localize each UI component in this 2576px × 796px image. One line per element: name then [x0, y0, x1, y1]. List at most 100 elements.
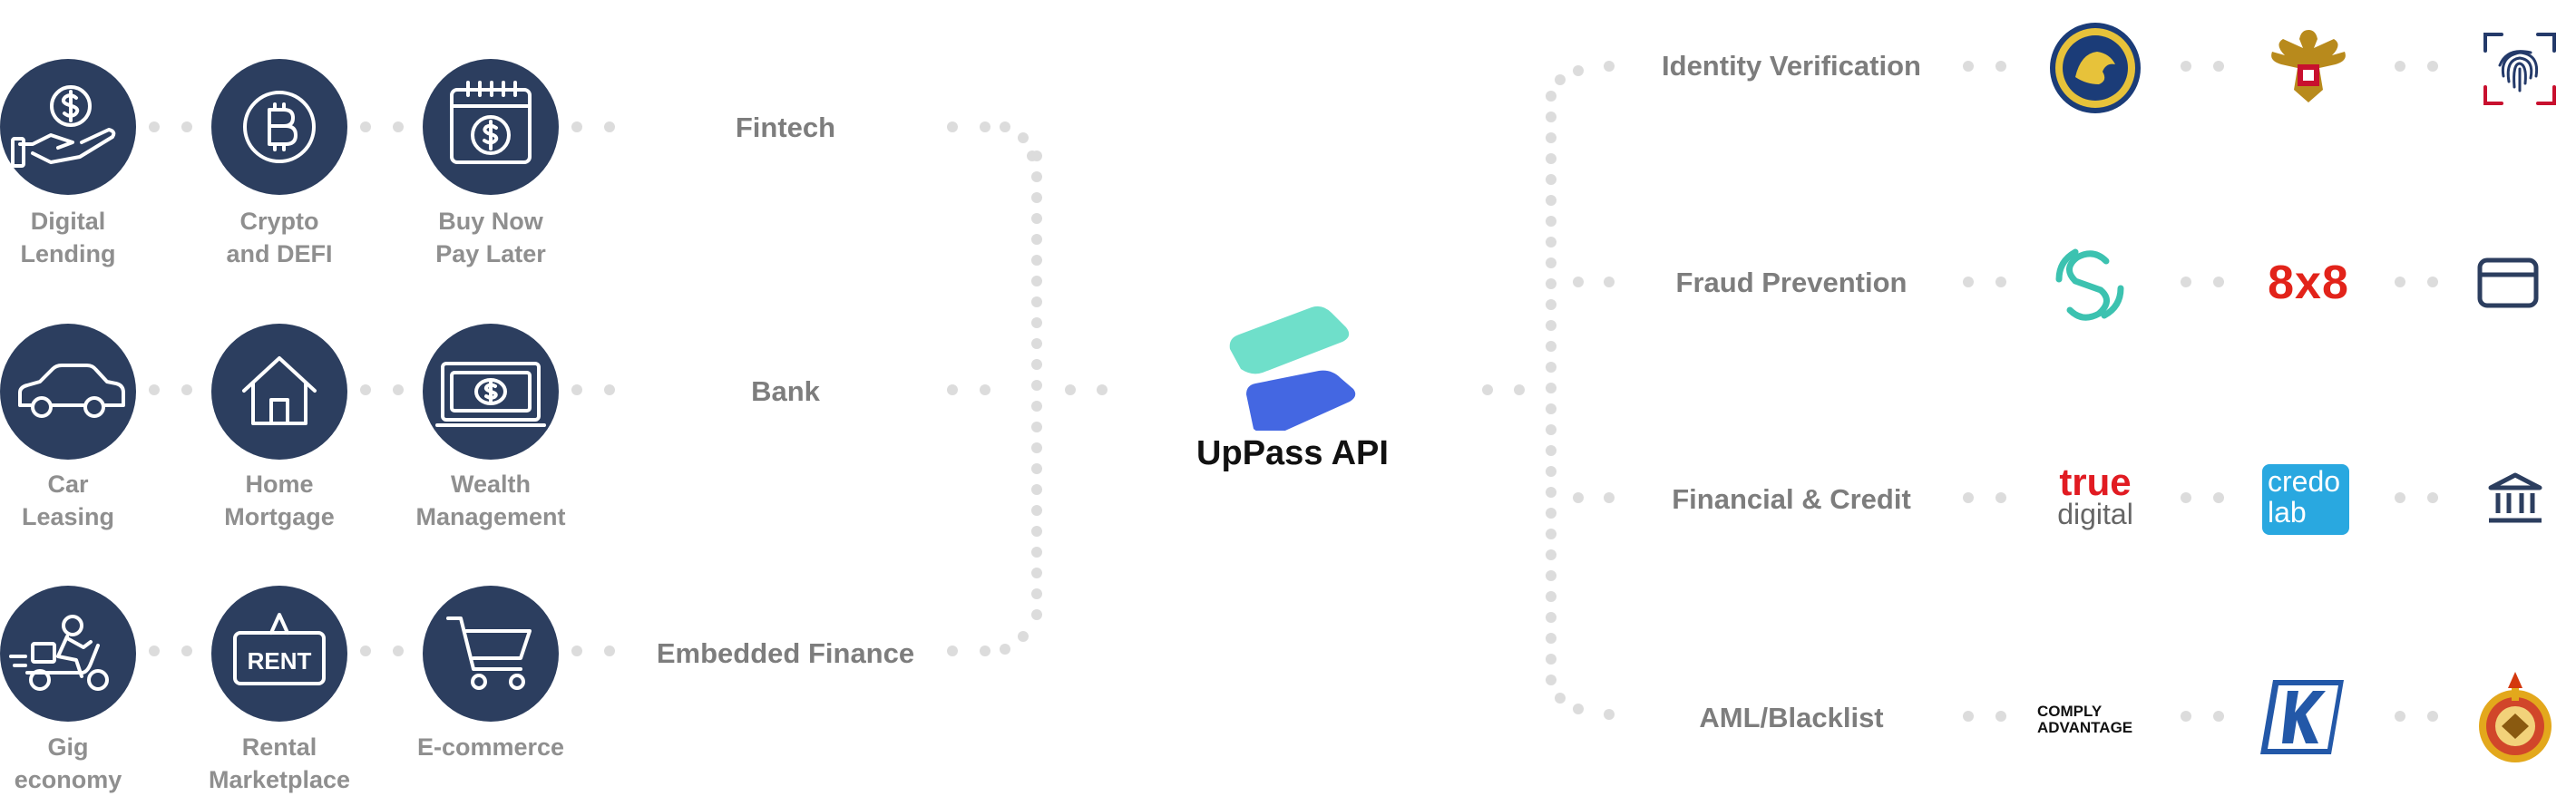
connector-dot: [1546, 487, 1556, 498]
service-financial-credit: Financial & Credit: [1672, 483, 1911, 515]
car-icon: [18, 364, 125, 418]
connector-dot: [980, 646, 990, 656]
comply-advantage-bottom: ADVANTAGE: [2037, 719, 2133, 736]
connector-dot: [1031, 192, 1042, 203]
connector-dot: [1546, 612, 1556, 623]
connector-dot: [1546, 466, 1556, 477]
connector-dot: [1546, 195, 1556, 206]
house-icon: [242, 356, 317, 425]
connector-dot: [1031, 380, 1042, 391]
k-logo-icon: [2259, 676, 2346, 758]
connector-dot: [1963, 61, 1974, 72]
connector-dot: [149, 384, 160, 395]
use-case-bnpl: [423, 59, 559, 195]
connector-dot: [1018, 132, 1029, 143]
use-case-ecommerce: [423, 586, 559, 722]
connector-dot: [1031, 547, 1042, 558]
connector-dot: [1995, 277, 2006, 287]
connector-dot: [1097, 384, 1107, 395]
category-embedded-finance: Embedded Finance: [656, 637, 915, 669]
connector-dot: [947, 384, 958, 395]
connector-dot: [393, 121, 404, 132]
uppass-logo-icon: [1215, 304, 1370, 431]
comply-advantage-top: COMPLY: [2037, 703, 2103, 720]
connector-dot: [1995, 492, 2006, 503]
connector-dot: [1546, 237, 1556, 248]
connector-dot: [2427, 492, 2438, 503]
connector-dot: [1963, 277, 1974, 287]
connector-dot: [1573, 492, 1584, 503]
seon-logo-icon: [2054, 243, 2126, 325]
connector-dot: [1546, 570, 1556, 581]
rent-sign-icon: RENT: [233, 613, 326, 685]
connector-dot: [2213, 711, 2224, 722]
hand-dollar-icon: [11, 85, 116, 168]
connector-dot: [1031, 588, 1042, 599]
delivery-scooter-icon: [9, 615, 109, 691]
connector-dot: [1573, 277, 1584, 287]
connector-dot: [1546, 153, 1556, 164]
use-case-label: E-commerce: [416, 733, 565, 761]
connector-dot: [393, 384, 404, 395]
connector-dot: [1031, 234, 1042, 245]
connector-dot: [1546, 529, 1556, 539]
calendar-dollar-icon: [450, 81, 532, 164]
true-digital-bottom: digital: [2057, 498, 2133, 530]
connector-dot: [1546, 654, 1556, 665]
connector-dot: [2395, 61, 2405, 72]
connector-dot: [1604, 61, 1615, 72]
connector-dot: [980, 384, 990, 395]
bank-building-icon: [2485, 468, 2545, 528]
connector-dot: [1546, 508, 1556, 519]
connector-dot: [1031, 442, 1042, 453]
connector-dot: [1573, 65, 1584, 76]
connector-dot: [947, 646, 958, 656]
connector-dot: [1000, 121, 1010, 132]
connector-dot: [2181, 492, 2191, 503]
connector-dot: [1031, 463, 1042, 474]
connector-dot: [980, 121, 990, 132]
connector-dot: [1963, 492, 1974, 503]
connector-dot: [181, 384, 192, 395]
credit-card-icon: [2476, 257, 2540, 309]
connector-dot: [1031, 296, 1042, 307]
connector-dot: [1573, 704, 1584, 714]
connector-dot: [393, 646, 404, 656]
connector-dot: [1546, 132, 1556, 143]
connector-dot: [1546, 383, 1556, 393]
connector-dot: [1546, 445, 1556, 456]
connector-dot: [360, 646, 371, 656]
connector-dot: [1546, 112, 1556, 122]
connector-dot: [1546, 174, 1556, 185]
connector-dot: [604, 121, 615, 132]
connector-dot: [1604, 709, 1615, 720]
thai-dopa-seal-icon: [2048, 21, 2142, 115]
connector-dot: [1555, 693, 1566, 704]
connector-dot: [1546, 216, 1556, 227]
credo-lab-bottom: lab: [2268, 496, 2307, 529]
connector-dot: [1031, 255, 1042, 266]
connector-dot: [181, 121, 192, 132]
fingerprint-scan-icon: [2476, 25, 2563, 112]
connector-dot: [1546, 403, 1556, 414]
connector-dot: [1031, 401, 1042, 412]
connector-dot: [1031, 338, 1042, 349]
connector-dot: [2427, 711, 2438, 722]
connector-dot: [1546, 591, 1556, 602]
connector-dot: [2427, 277, 2438, 287]
connector-dot: [1031, 276, 1042, 286]
use-case-wealth-management: [423, 324, 559, 460]
use-case-gig-economy: [0, 586, 136, 722]
connector-dot: [1514, 384, 1525, 395]
center-api-label: UpPass API: [1196, 434, 1389, 472]
shopping-cart-icon: [446, 616, 532, 690]
